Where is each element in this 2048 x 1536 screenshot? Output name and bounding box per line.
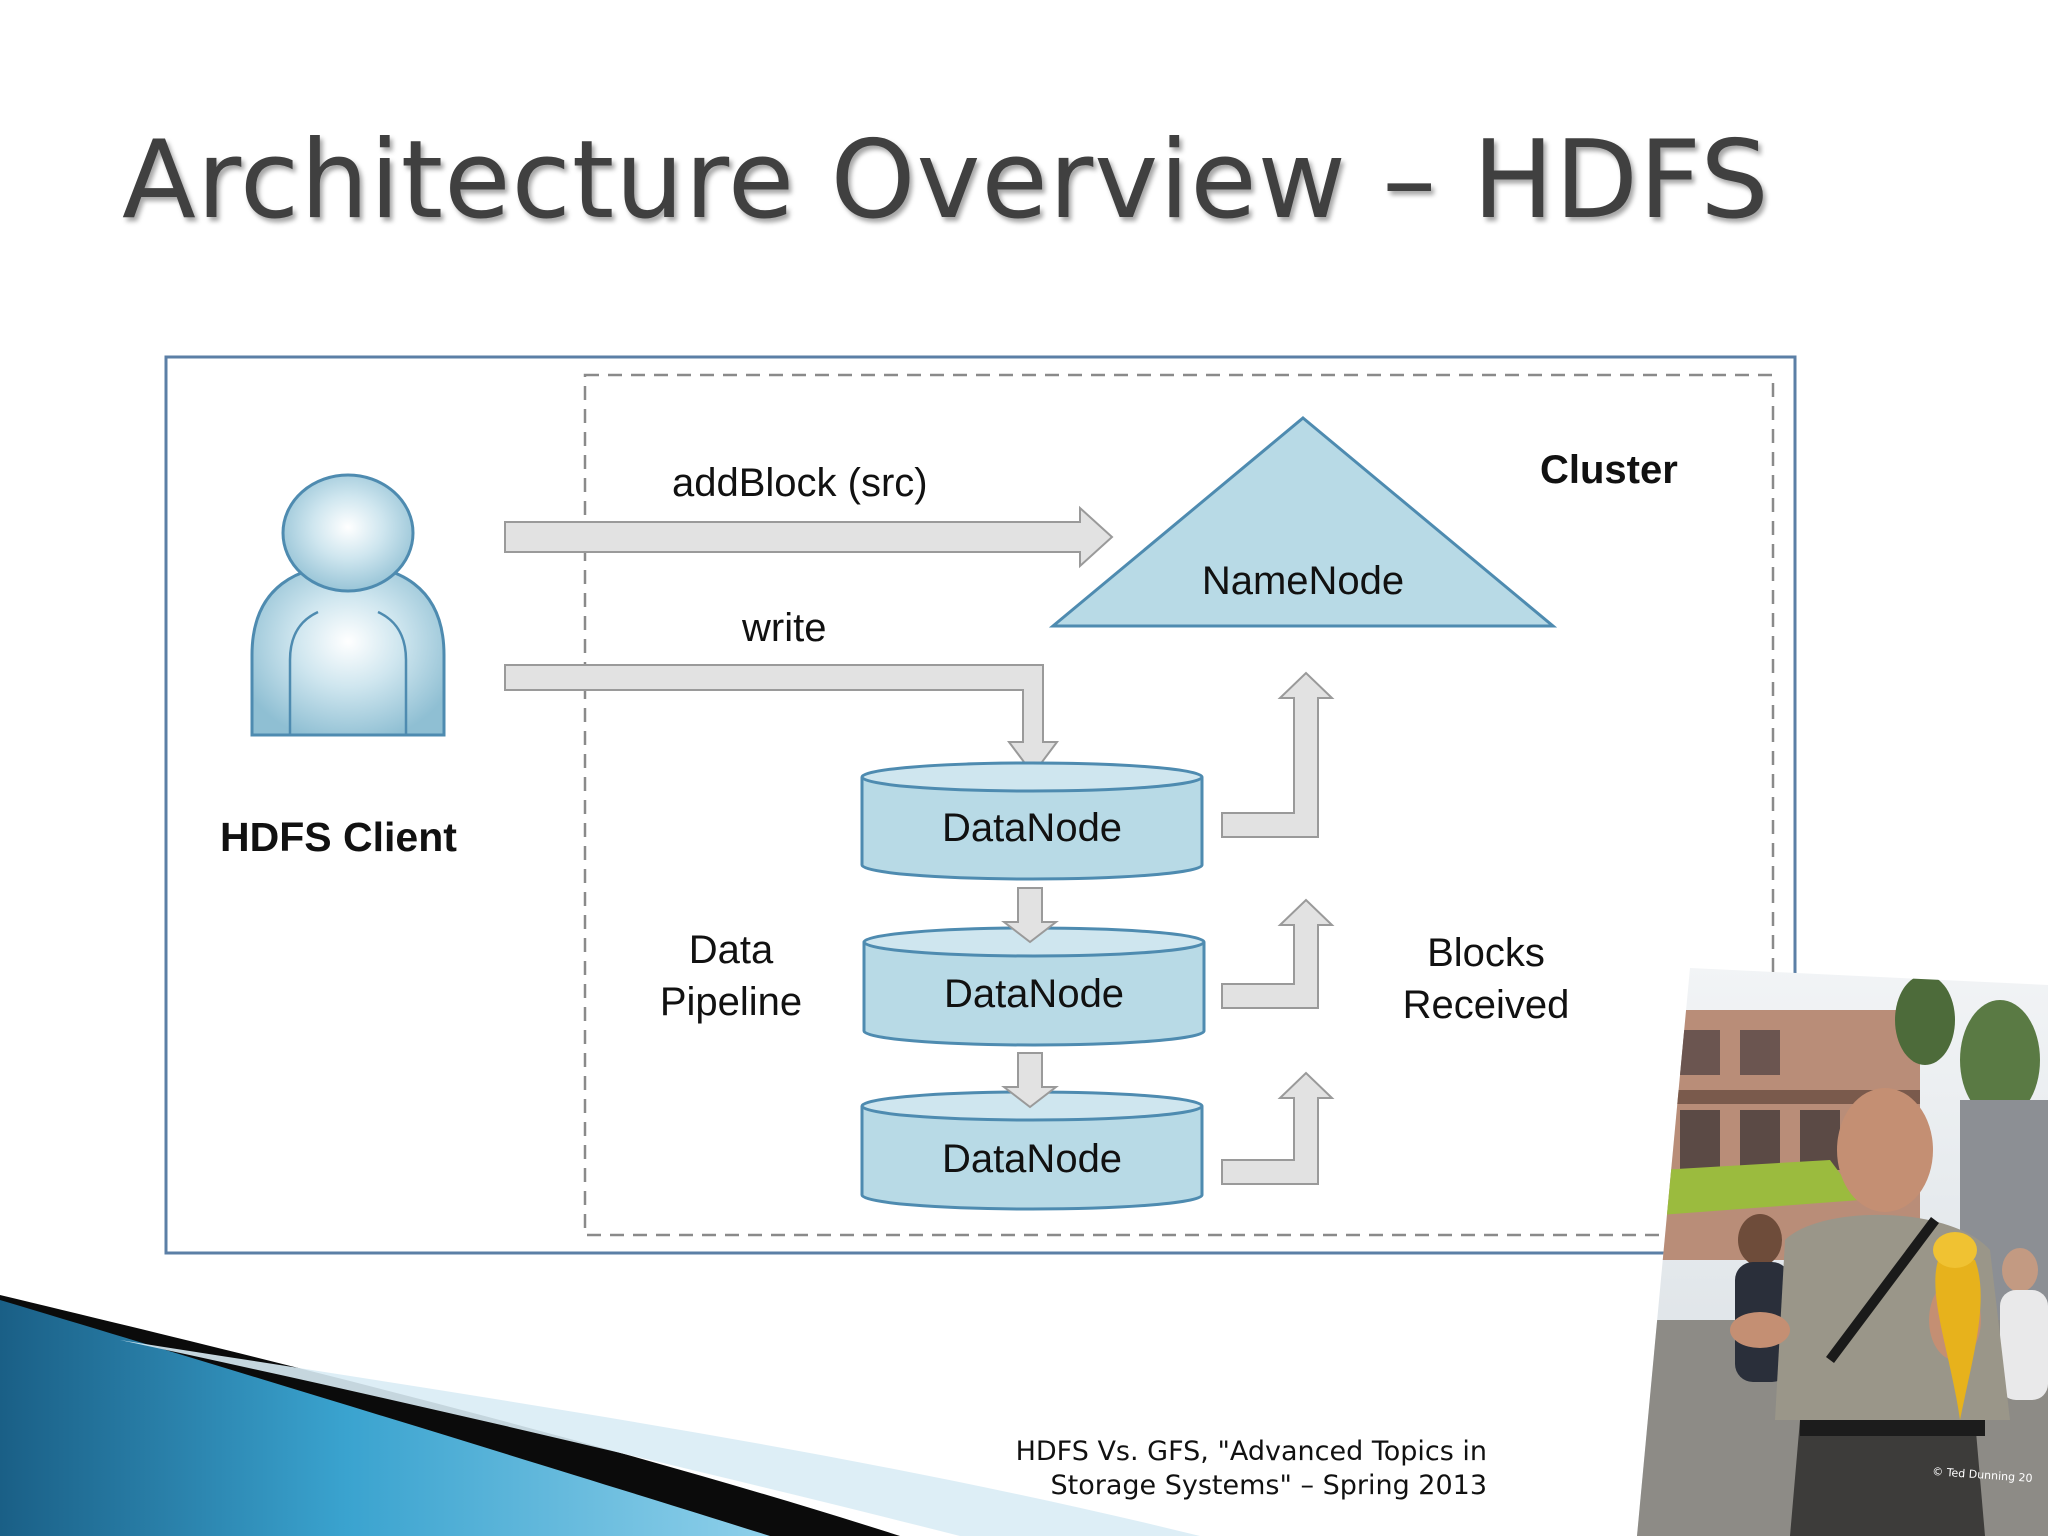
pipeline-label-line2: Pipeline xyxy=(660,980,802,1024)
cluster-label: Cluster xyxy=(1540,448,1678,492)
blocks-received-arrow-1 xyxy=(1221,671,1335,838)
datanode-label-2: DataNode xyxy=(944,972,1124,1016)
footer-line-2: Storage Systems" – Spring 2013 xyxy=(1050,1470,1487,1501)
client-label: HDFS Client xyxy=(220,814,457,860)
datanode-label-3: DataNode xyxy=(942,1137,1122,1181)
user-icon xyxy=(250,473,446,737)
blocks-received-line2: Received xyxy=(1403,983,1570,1027)
namenode-label: NameNode xyxy=(1202,559,1404,603)
cluster-boundary xyxy=(583,373,1775,1237)
footer-line-1: HDFS Vs. GFS, "Advanced Topics in xyxy=(1015,1436,1487,1467)
write-label: write xyxy=(741,606,826,650)
add-block-arrow xyxy=(504,505,1114,569)
slide-title: Architecture Overview – HDFS xyxy=(122,118,1770,243)
pipeline-label-line1: Data xyxy=(689,928,774,972)
pipeline-arrow-1 xyxy=(1001,887,1059,944)
blocks-received-line1: Blocks xyxy=(1427,931,1545,975)
datanode-cylinder-2 xyxy=(862,926,1206,1047)
slide-footer: HDFS Vs. GFS, "Advanced Topics in Storag… xyxy=(960,1435,1487,1503)
write-arrow xyxy=(504,664,1059,776)
namenode-triangle xyxy=(1048,416,1558,628)
pipeline-arrow-2 xyxy=(1001,1052,1059,1109)
blocks-received-arrow-3 xyxy=(1221,1071,1335,1185)
blocks-received-arrow-2 xyxy=(1221,898,1335,1009)
datanode-cylinder-1 xyxy=(860,761,1204,881)
datanode-label-1: DataNode xyxy=(942,806,1122,850)
add-block-label: addBlock (src) xyxy=(672,461,928,505)
